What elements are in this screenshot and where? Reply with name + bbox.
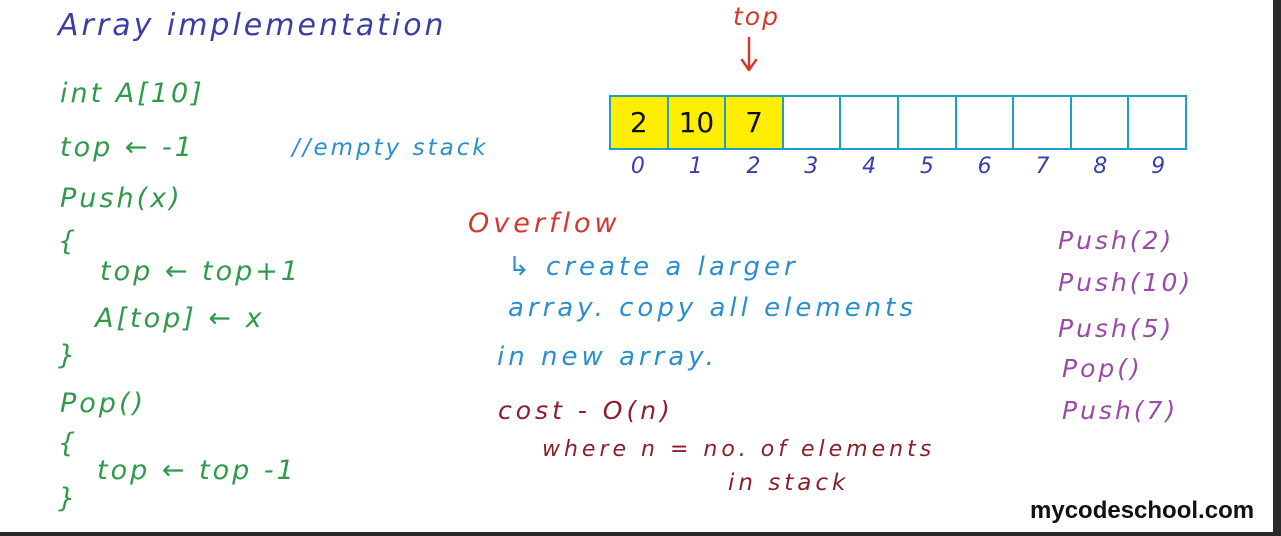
window-edge-right — [1273, 0, 1281, 536]
pop-brace-open: { — [58, 428, 79, 459]
overflow-line-2: array. copy all elements — [508, 293, 917, 323]
array-index-8: 8 — [1093, 154, 1108, 179]
array-index-0: 0 — [630, 154, 645, 179]
push-line-2: A[top] ← x — [95, 303, 265, 334]
top-pointer-label: top — [733, 2, 780, 31]
array-cell-5 — [899, 97, 957, 148]
array-cell-1: 10 — [668, 97, 727, 148]
array-declaration: int A[10] — [60, 78, 205, 109]
overflow-heading: Overflow — [468, 208, 621, 239]
push-signature: Push(x) — [60, 183, 183, 214]
array-index-4: 4 — [862, 154, 877, 179]
operation-1: Push(2) — [1058, 226, 1175, 255]
brand-logo: mycodeschool.com — [1030, 497, 1255, 524]
overflow-line-1: ↳ create a larger — [508, 252, 799, 282]
top-pointer-arrow-icon — [740, 36, 758, 72]
array-cell-7 — [1014, 97, 1072, 148]
array-cell-8 — [1072, 97, 1130, 148]
array-index-9: 9 — [1151, 154, 1166, 179]
push-brace-close: } — [58, 340, 79, 371]
array-cell-9 — [1129, 97, 1185, 148]
window-edge-bottom — [0, 532, 1281, 536]
array-index-2: 2 — [746, 154, 761, 179]
array-index-1: 1 — [688, 154, 703, 179]
array-index-7: 7 — [1035, 154, 1050, 179]
pop-brace-close: } — [58, 483, 79, 514]
pop-line-1: top ← top -1 — [97, 455, 297, 486]
top-init: top ← -1 — [60, 132, 195, 163]
cost-text: cost - O(n) — [498, 396, 674, 425]
page-title: Array implementation — [58, 8, 447, 43]
array-index-3: 3 — [804, 154, 819, 179]
array-cell-0: 2 — [611, 97, 669, 148]
array-cell-4 — [841, 97, 899, 148]
array-cell-2: 7 — [726, 97, 784, 148]
array-index-row: 0 1 2 3 4 5 6 7 8 9 — [609, 154, 1187, 179]
array-index-5: 5 — [919, 154, 934, 179]
where-text-2: in stack — [728, 470, 850, 496]
push-line-1: top ← top+1 — [100, 256, 302, 287]
where-text-1: where n = no. of elements — [542, 437, 936, 462]
empty-stack-comment: //empty stack — [292, 135, 489, 161]
operation-5: Push(7) — [1062, 396, 1179, 425]
array-cell-6 — [957, 97, 1015, 148]
pop-signature: Pop() — [60, 388, 147, 419]
array-index-6: 6 — [977, 154, 992, 179]
operation-4: Pop() — [1062, 354, 1143, 383]
operation-2: Push(10) — [1058, 268, 1194, 297]
push-brace-open: { — [58, 226, 79, 257]
overflow-line-3: in new array. — [497, 342, 718, 372]
array-cell-3 — [784, 97, 842, 148]
operation-3: Push(5) — [1058, 314, 1175, 343]
